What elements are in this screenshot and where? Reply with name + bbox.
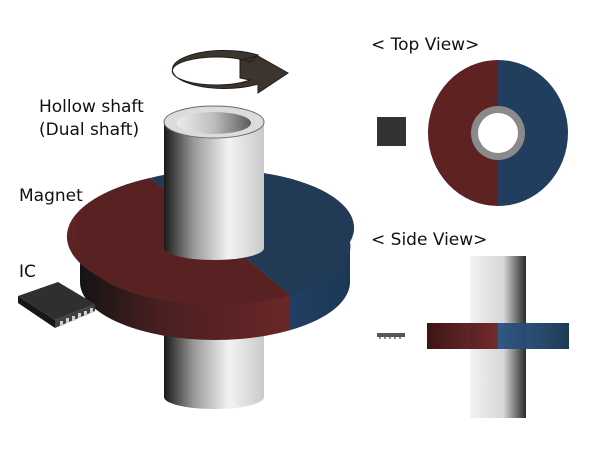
label-top-view: < Top View>	[371, 35, 480, 55]
side-view-ic-chip	[377, 333, 405, 339]
label-side-view: < Side View>	[371, 230, 488, 250]
top-view-magnet	[428, 60, 568, 206]
top-view-bore	[478, 113, 518, 153]
label-magnet: Magnet	[19, 186, 83, 206]
label-ic: IC	[19, 262, 36, 282]
lower-shaft-bottom	[164, 385, 264, 409]
side-view-shaft-upper	[470, 256, 526, 324]
label-hollow-shaft: Hollow shaft	[39, 97, 144, 117]
magnet-rim-north	[80, 242, 290, 340]
shaft-bore	[177, 112, 251, 134]
side-view-shaft-through	[470, 323, 526, 349]
upper-shaft-base	[164, 236, 264, 260]
side-view-shaft-lower	[470, 348, 526, 418]
rotation-arrow-icon	[171, 50, 289, 94]
side-view-magnet-north	[427, 323, 498, 349]
upper-shaft	[164, 122, 264, 248]
side-view-magnet-south	[498, 323, 569, 349]
magnet-rim-south	[290, 242, 350, 331]
top-view-south-half	[498, 60, 568, 206]
top-view-north-half	[428, 60, 498, 206]
top-view-ic-chip	[377, 117, 406, 146]
label-dual-shaft: (Dual shaft)	[39, 120, 140, 140]
side-view	[377, 256, 569, 418]
ic-chip	[18, 282, 95, 328]
